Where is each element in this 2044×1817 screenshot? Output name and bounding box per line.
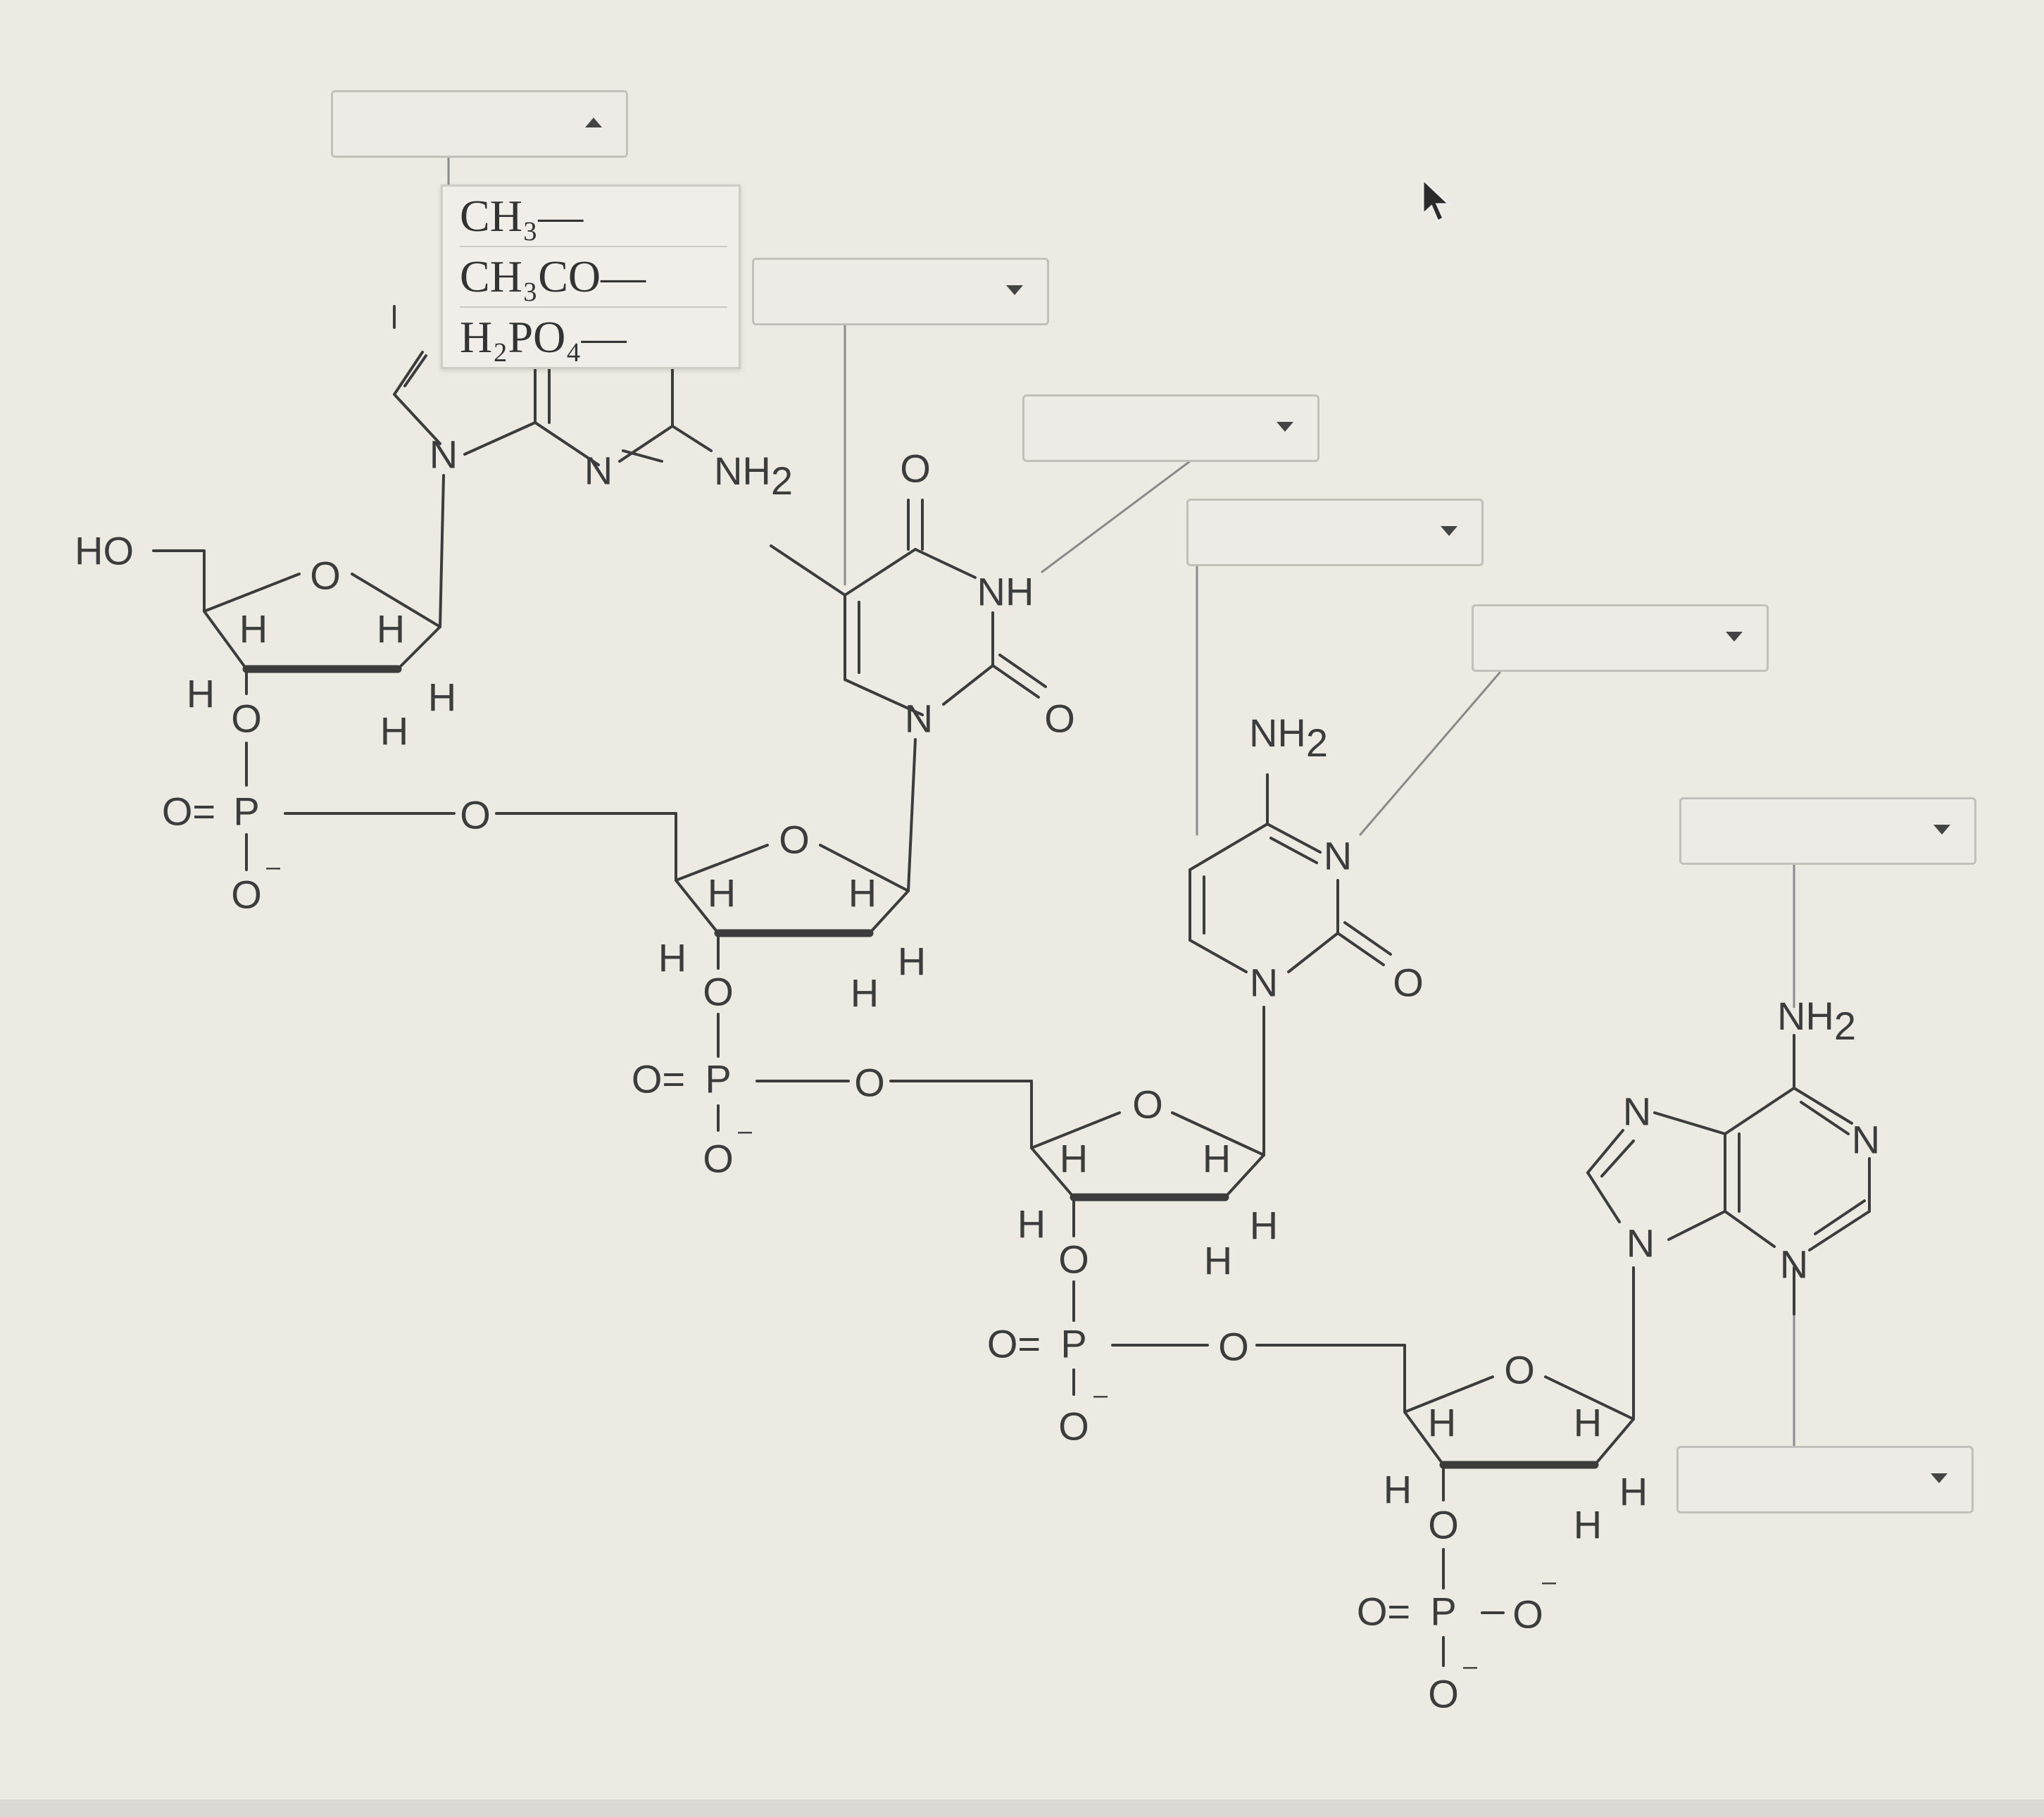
dropdown-1-menu: CH₃— CH₃CO— H₂PO₄— — [441, 185, 741, 369]
o-label: O — [1428, 1672, 1459, 1716]
h-label: H — [658, 936, 686, 980]
n-label: N — [905, 697, 933, 741]
charge-label: – — [1542, 1567, 1556, 1596]
o-label: O — [854, 1061, 885, 1105]
h-label: H — [239, 607, 268, 651]
chevron-down-icon — [1726, 632, 1743, 642]
n-label: N — [1250, 961, 1278, 1005]
chevron-down-icon — [1933, 825, 1950, 835]
n-label: N — [430, 432, 458, 477]
dropdown-1[interactable] — [331, 90, 628, 158]
charge-label: – — [266, 852, 280, 881]
h-label: H — [851, 971, 879, 1016]
o-label: O — [460, 793, 491, 837]
n-label: N — [1623, 1089, 1651, 1134]
h-label: H — [187, 672, 215, 716]
h-label: H — [377, 607, 405, 651]
o-label: O — [703, 1137, 734, 1181]
charge-label: – — [738, 1116, 752, 1145]
o-double-label: O= — [162, 789, 215, 834]
p-label: P — [705, 1057, 731, 1101]
ring-oxygen-3: O — [1132, 1082, 1163, 1127]
h-label: H — [1250, 1204, 1278, 1248]
dropdown-2[interactable] — [752, 258, 1049, 325]
chevron-down-icon — [1931, 1473, 1948, 1483]
o-label: O — [1393, 961, 1424, 1005]
o-label: O — [1428, 1503, 1459, 1547]
chevron-up-icon — [585, 118, 602, 127]
screen-bezel-strip — [0, 1799, 2044, 1817]
dropdown-4[interactable] — [1186, 499, 1484, 566]
ring-oxygen-1: O — [310, 554, 341, 598]
dropdown-6[interactable] — [1679, 797, 1976, 865]
dropdown-3[interactable] — [1022, 394, 1319, 462]
o-double-label: O= — [987, 1322, 1041, 1366]
o-label: O — [231, 697, 262, 741]
h-label: H — [1384, 1468, 1412, 1512]
p-label: P — [233, 789, 259, 834]
p-label: P — [1060, 1322, 1086, 1366]
ring-oxygen-2: O — [779, 818, 810, 862]
nh-label: NH — [977, 570, 1034, 614]
h-label: H — [1204, 1239, 1232, 1283]
h-label: H — [1060, 1137, 1088, 1181]
o-double-label: O= — [1357, 1590, 1410, 1634]
h-label: H — [1203, 1137, 1231, 1181]
ho-label: HO — [75, 529, 134, 573]
h-label: H — [708, 871, 736, 916]
h-label: H — [428, 675, 456, 720]
o-label: O — [1058, 1237, 1089, 1282]
o-double-label: O= — [632, 1057, 685, 1101]
charge-label: – — [1463, 1651, 1477, 1680]
n-label: N — [1780, 1242, 1808, 1287]
h-label: H — [1428, 1401, 1456, 1445]
o-label: O — [1044, 697, 1075, 741]
h-label: H — [1574, 1401, 1602, 1445]
o-label: O — [231, 873, 262, 917]
n-label: N — [1626, 1221, 1655, 1266]
o-label: O — [1512, 1592, 1543, 1637]
h-label: H — [848, 871, 877, 916]
n-label: N — [1852, 1118, 1880, 1162]
o-label: O — [1058, 1404, 1089, 1449]
dropdown-7[interactable] — [1676, 1446, 1974, 1513]
h-label: H — [1619, 1470, 1648, 1514]
h-label: H — [380, 709, 408, 754]
o-label: O — [900, 447, 931, 491]
menu-option-ch3co[interactable]: CH₃CO— — [460, 247, 727, 308]
dropdown-5[interactable] — [1472, 604, 1769, 672]
ring-oxygen-4: O — [1504, 1348, 1535, 1392]
menu-option-ch3[interactable]: CH₃— — [460, 187, 727, 247]
p-label: P — [1430, 1590, 1456, 1634]
h-label: H — [1574, 1503, 1602, 1547]
chevron-down-icon — [1277, 422, 1293, 432]
h-label: H — [1017, 1202, 1046, 1247]
mouse-cursor-icon — [1422, 177, 1452, 223]
o-label: O — [1218, 1325, 1249, 1369]
menu-option-h2po4[interactable]: H₂PO₄— — [460, 312, 627, 362]
charge-label: – — [1093, 1380, 1108, 1409]
nh2-label: NH2 — [714, 449, 793, 503]
chevron-down-icon — [1441, 526, 1457, 536]
h-label: H — [898, 939, 926, 984]
nh2-label: NH2 — [1249, 711, 1328, 765]
o-label: O — [703, 970, 734, 1014]
n-label: N — [1324, 834, 1352, 878]
nh2-label: NH2 — [1777, 994, 1856, 1048]
n-label: N — [584, 449, 613, 493]
chevron-down-icon — [1006, 285, 1023, 295]
